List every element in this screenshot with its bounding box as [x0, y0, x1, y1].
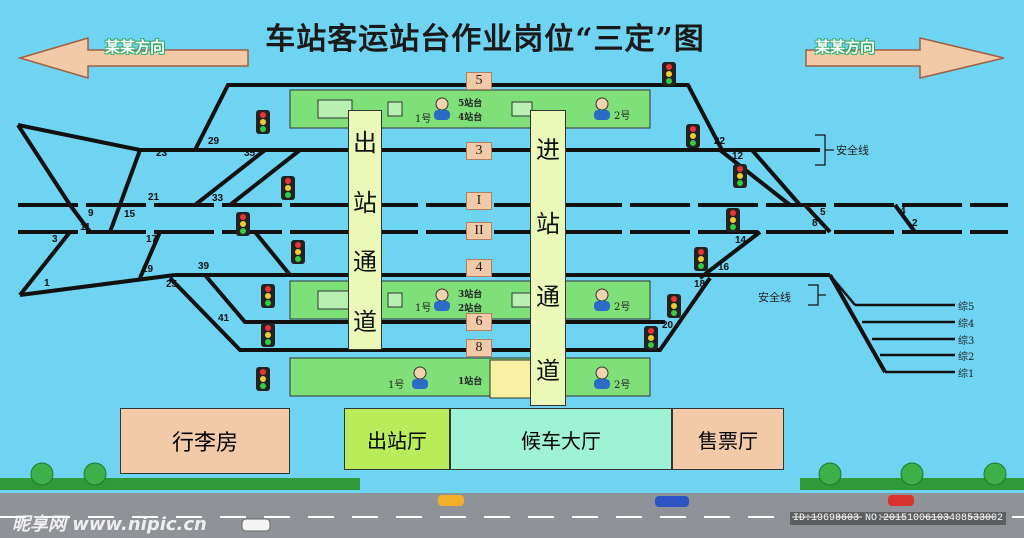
- car-white: [241, 518, 271, 532]
- exit-passage: 出 站 通 道: [348, 110, 382, 350]
- bushes: [30, 462, 1007, 486]
- switch-number: 12: [732, 151, 744, 162]
- switch-number: 14: [735, 235, 747, 246]
- safety-brackets: [808, 134, 834, 306]
- entry-passage-char: 站: [536, 209, 560, 238]
- p2-right-post: 2号: [614, 302, 631, 313]
- siding-label: 综1: [958, 369, 975, 380]
- p1-left-post: 1号: [415, 114, 432, 125]
- ticket-hall: 售票厅: [672, 408, 784, 470]
- switch-number: 29: [208, 136, 220, 147]
- siding-label: 综5: [958, 302, 975, 313]
- exit-passage-char: 出: [353, 129, 377, 158]
- road: [0, 493, 1024, 538]
- entry-passage: 进 站 通 道: [530, 110, 566, 406]
- direction-right-label: 某某方向: [815, 38, 876, 56]
- entry-passage-char: 进: [536, 136, 560, 165]
- exit-hall: 出站厅: [344, 408, 450, 470]
- switch-number: 22: [714, 136, 726, 147]
- switch-number: 1: [44, 278, 50, 289]
- switch-number: 3: [52, 234, 58, 245]
- right-arrow: [805, 37, 1005, 79]
- sidings: [829, 274, 955, 374]
- track-label-6: 6: [466, 313, 492, 331]
- switch-number: 2: [912, 218, 918, 229]
- car-red: [888, 495, 914, 506]
- p3-left-post: 1号: [388, 380, 405, 391]
- tracks: [16, 83, 1008, 373]
- luggage-room: 行李房: [120, 408, 290, 474]
- track-label-4: 4: [466, 259, 492, 277]
- switch-number: 35: [244, 148, 256, 159]
- entry-passage-char: 通: [536, 283, 560, 312]
- p3-mid: 1站台: [458, 377, 483, 387]
- exit-passage-char: 通: [353, 248, 377, 277]
- left-arrow: [17, 36, 249, 80]
- p1-right-post: 2号: [614, 111, 631, 122]
- page-title: 车站客运站台作业岗位“三定”图: [265, 22, 705, 57]
- image-id: ID:19698603 NO:20151006103408533002: [790, 512, 1007, 525]
- siding-label: 综3: [958, 336, 975, 347]
- switch-number: 39: [198, 261, 210, 272]
- p1-mid-bottom: 4站台: [458, 113, 483, 123]
- switch-number: 5: [820, 207, 826, 218]
- p2-left-post: 1号: [415, 303, 432, 314]
- switch-number: 16: [718, 262, 730, 273]
- switch-number: 8: [812, 218, 818, 229]
- siding-label: 综4: [958, 319, 975, 330]
- signal-icons: [236, 62, 747, 391]
- switch-number: 11: [80, 222, 91, 233]
- platform-1: [289, 357, 651, 397]
- switch-number: 21: [148, 192, 160, 203]
- switch-number: 20: [662, 320, 674, 331]
- car-yellow: [438, 495, 464, 506]
- watermark: 昵享网 www.nipic.cn: [12, 514, 207, 535]
- p2-mid-bottom: 2站台: [458, 304, 483, 314]
- safety-line-right-top: 安全线: [836, 144, 869, 157]
- switch-number: 33: [212, 193, 224, 204]
- waiting-hall: 候车大厅: [450, 408, 672, 470]
- switch-number: 19: [142, 264, 154, 275]
- car-blue: [655, 496, 689, 507]
- exit-passage-char: 道: [353, 307, 377, 336]
- track-label-5: 5: [466, 72, 492, 90]
- direction-left-label: 某某方向: [105, 38, 166, 56]
- p2-mid-top: 3站台: [458, 290, 483, 300]
- stairs: [317, 99, 535, 399]
- switch-number: 25: [166, 279, 178, 290]
- hedge-left: [0, 478, 360, 490]
- switch-number: 9: [88, 208, 94, 219]
- siding-label: 综2: [958, 352, 975, 363]
- p3-right-post: 2号: [614, 380, 631, 391]
- entry-passage-char: 道: [536, 356, 560, 385]
- switch-number: 15: [124, 209, 136, 220]
- exit-passage-char: 站: [353, 188, 377, 217]
- switch-number: 23: [156, 148, 168, 159]
- switch-number: 4: [900, 206, 906, 217]
- switch-number: 41: [218, 313, 230, 324]
- track-label-II: II: [466, 222, 492, 240]
- staff-icons: [412, 97, 610, 389]
- safety-line-right-bottom: 安全线: [758, 291, 791, 304]
- track-label-I: I: [466, 192, 492, 210]
- switch-number: 17: [146, 234, 158, 245]
- switch-number: 18: [694, 279, 706, 290]
- track-label-3: 3: [466, 142, 492, 160]
- track-label-8: 8: [466, 339, 492, 357]
- p1-mid-top: 5站台: [458, 99, 483, 109]
